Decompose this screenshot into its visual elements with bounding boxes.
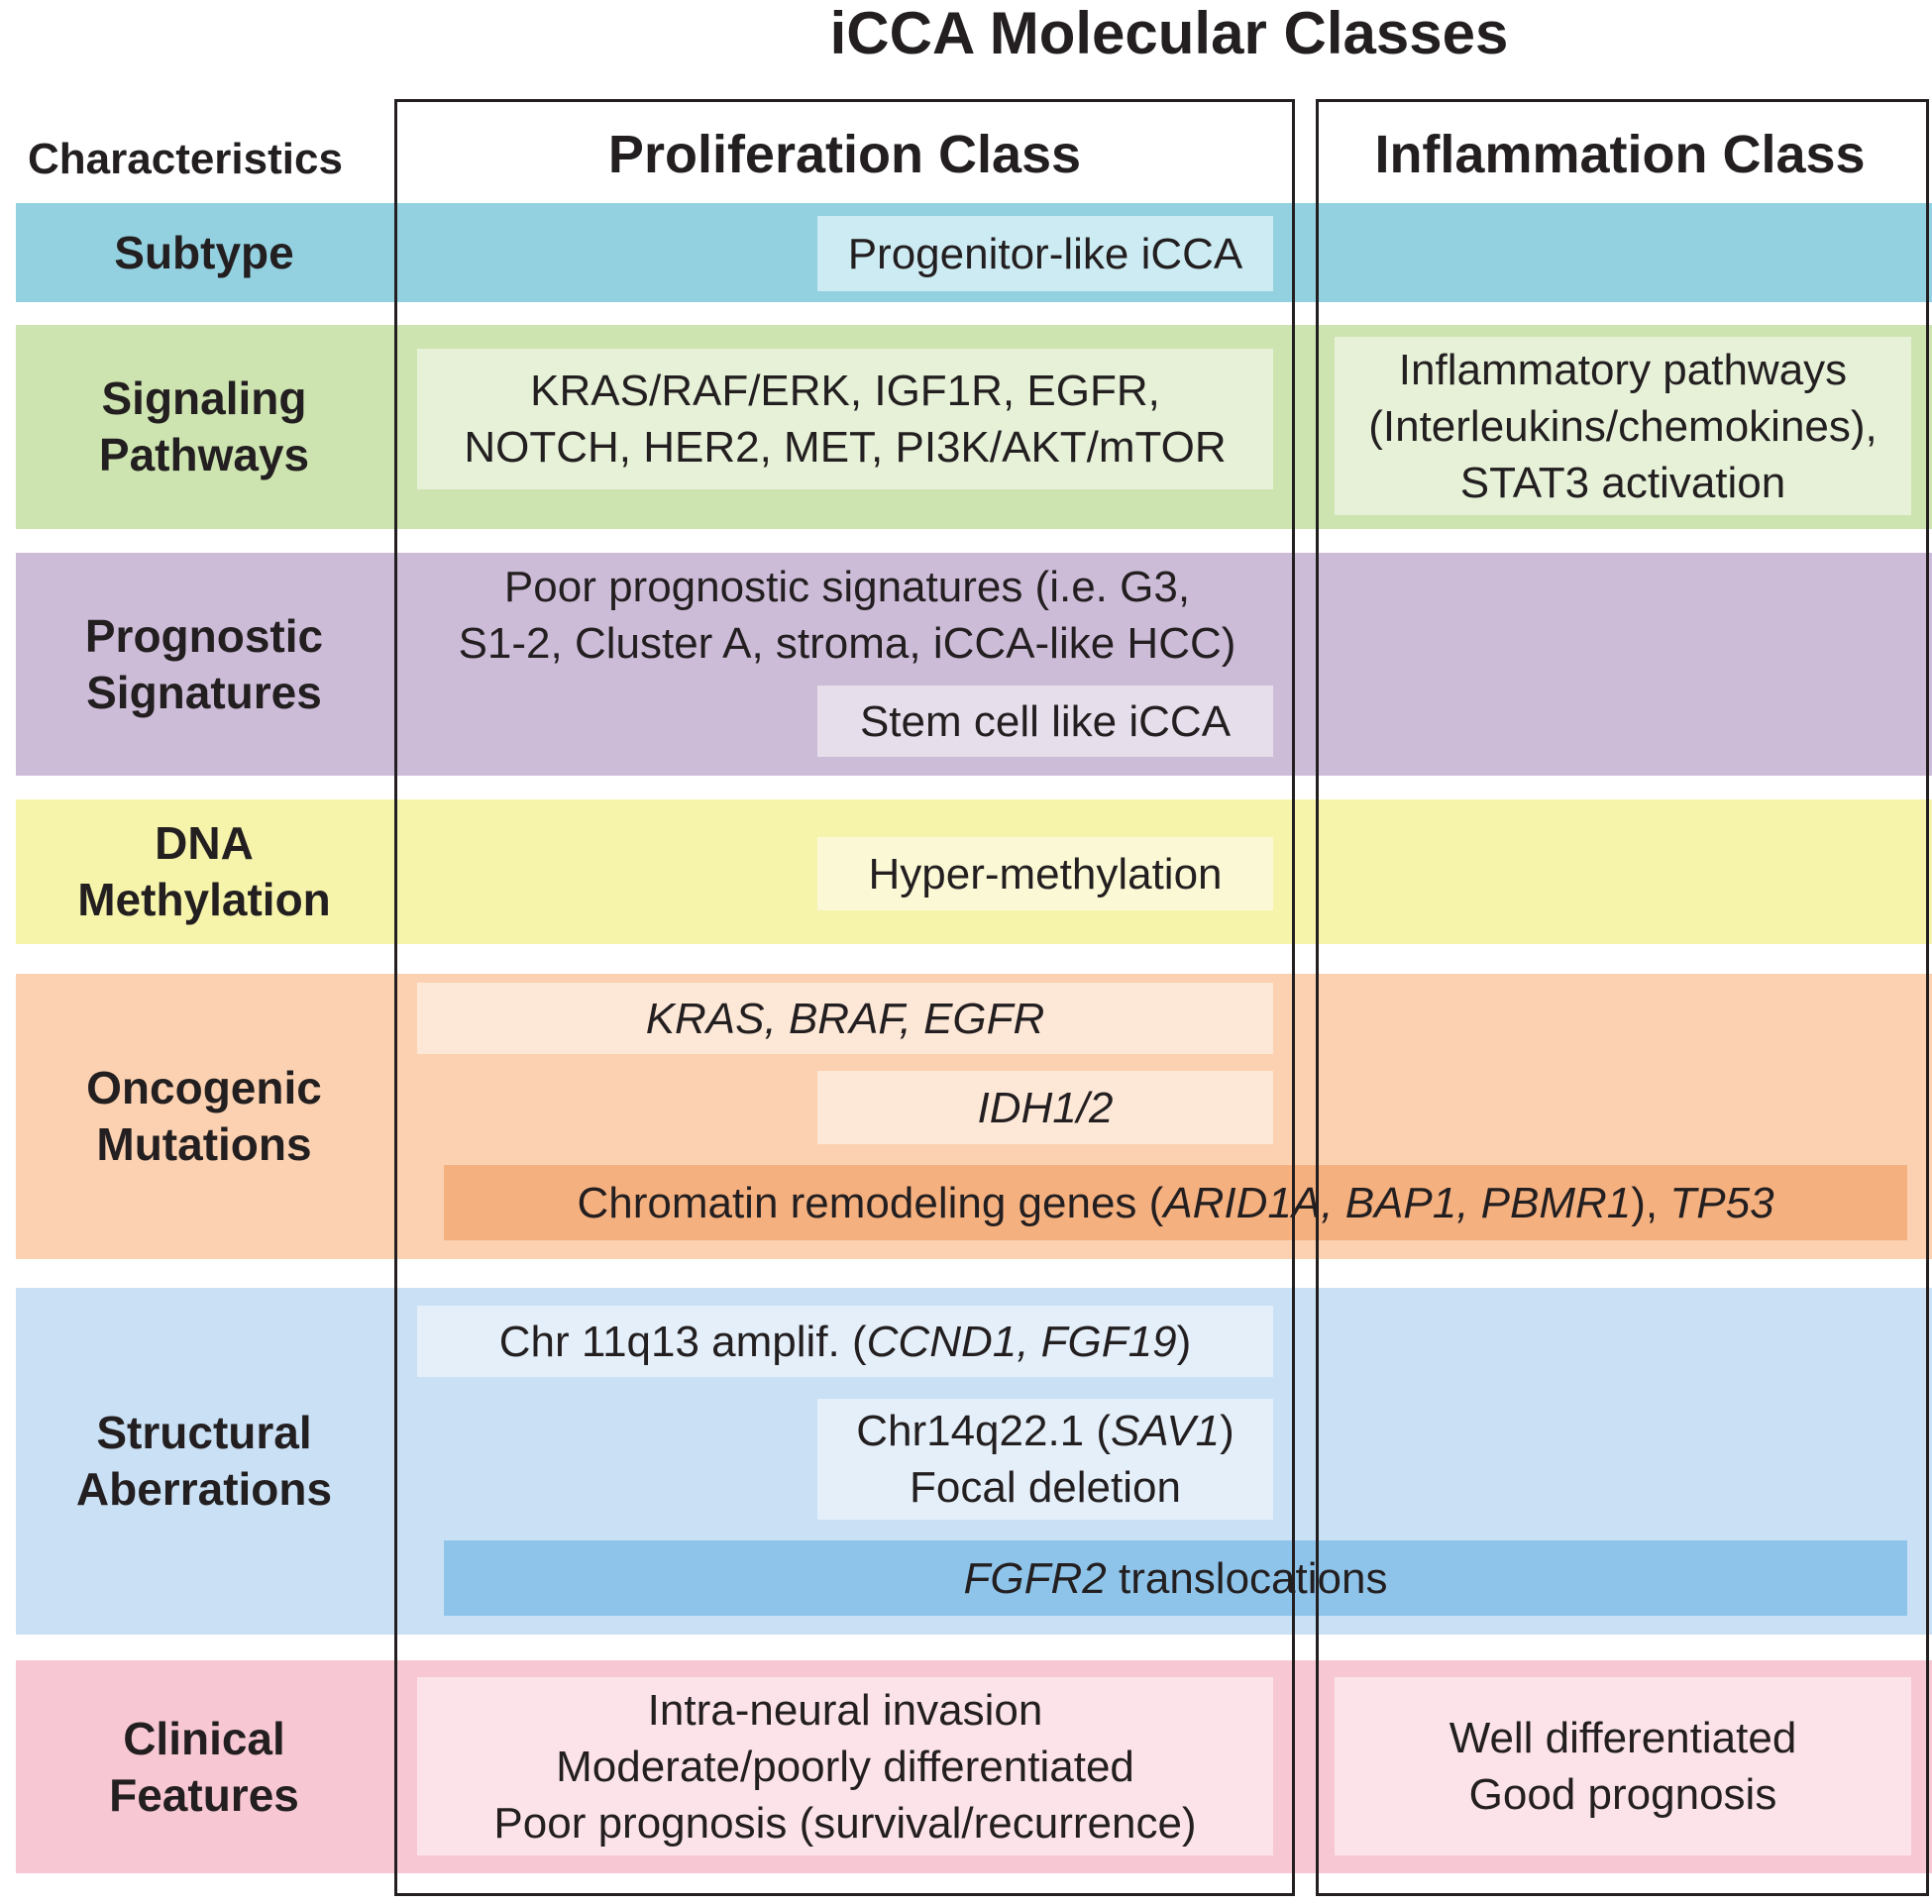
chr11q13-box: Chr 11q13 amplif. (CCND1, FGF19) bbox=[417, 1306, 1273, 1377]
methylation-label: DNA Methylation bbox=[77, 817, 331, 925]
signaling-inflammation-box: Inflammatory pathways (Interleukins/chem… bbox=[1335, 337, 1911, 515]
clinical-proliferation-box: Intra-neural invasion Moderate/poorly di… bbox=[417, 1677, 1273, 1855]
signaling-proliferation-box: KRAS/RAF/ERK, IGF1R, EGFR, NOTCH, HER2, … bbox=[417, 349, 1273, 489]
chr11q13-genes: CCND1, FGF19 bbox=[866, 1317, 1177, 1366]
characteristics-header: Characteristics bbox=[28, 135, 343, 183]
inflammation-class-frame bbox=[1316, 99, 1929, 1896]
focal-deletion-text: Focal deletion bbox=[910, 1463, 1181, 1512]
chromatin-mid: ), bbox=[1631, 1178, 1670, 1227]
signaling-label: Signaling Pathways bbox=[98, 372, 310, 480]
kras-braf-egfr-text: KRAS, BRAF, EGFR bbox=[645, 994, 1045, 1043]
stem-cell-like-box: Stem cell like iCCA bbox=[817, 686, 1273, 757]
proliferation-class-frame bbox=[394, 99, 1295, 1896]
idh-text: IDH1/2 bbox=[977, 1083, 1114, 1132]
chr14q22-box: Chr14q22.1 (SAV1) Focal deletion bbox=[817, 1399, 1273, 1520]
hyper-methylation-box: Hyper-methylation bbox=[817, 837, 1273, 910]
chromatin-genes: ARID1A, BAP1, PBMR1 bbox=[1163, 1178, 1632, 1227]
chromatin-prefix: Chromatin remodeling genes ( bbox=[577, 1178, 1164, 1227]
clinical-label: Clinical Features bbox=[109, 1712, 299, 1821]
prognostic-signatures-text: Poor prognostic signatures (i.e. G3, S1-… bbox=[458, 563, 1236, 668]
chr11q13-prefix: Chr 11q13 amplif. ( bbox=[498, 1317, 867, 1366]
subtype-label: Subtype bbox=[114, 226, 294, 278]
chromatin-remodeling-box: Chromatin remodeling genes (ARID1A, BAP1… bbox=[444, 1165, 1907, 1240]
figure-title: iCCA Molecular Classes bbox=[829, 0, 1509, 66]
proliferation-class-header: Proliferation Class bbox=[607, 125, 1082, 184]
fgfr2-suffix: translocations bbox=[1106, 1553, 1388, 1603]
kras-braf-egfr-box: KRAS, BRAF, EGFR bbox=[417, 983, 1273, 1054]
fgfr2-translocations-box: FGFR2 translocations bbox=[444, 1540, 1907, 1616]
idh-box: IDH1/2 bbox=[817, 1071, 1273, 1144]
chr11q13-suffix: ) bbox=[1176, 1317, 1192, 1366]
structural-label: Structural Aberrations bbox=[75, 1407, 333, 1515]
chr14q22-suffix: ) bbox=[1220, 1407, 1234, 1455]
subtype-progenitor-box: Progenitor-like iCCA bbox=[817, 216, 1273, 291]
sav1-gene: SAV1 bbox=[1111, 1407, 1221, 1455]
prognostic-label: Prognostic Signatures bbox=[84, 609, 324, 718]
chr14q22-prefix: Chr14q22.1 ( bbox=[856, 1407, 1112, 1455]
tp53-gene: TP53 bbox=[1669, 1178, 1774, 1227]
clinical-inflammation-box: Well differentiated Good prognosis bbox=[1335, 1677, 1911, 1855]
inflammation-class-header: Inflammation Class bbox=[1374, 125, 1866, 184]
mutations-label: Oncogenic Mutations bbox=[86, 1062, 322, 1170]
chr14q22-line1: Chr14q22.1 (SAV1) bbox=[856, 1403, 1234, 1459]
fgfr2-gene: FGFR2 bbox=[963, 1553, 1107, 1603]
